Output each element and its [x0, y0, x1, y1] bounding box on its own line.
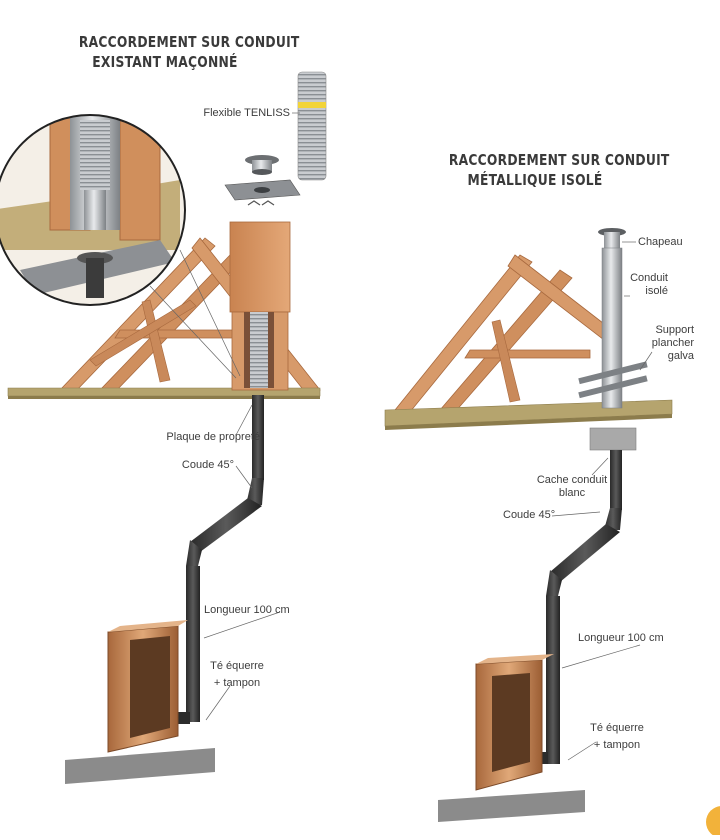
label-cache-line2: blanc: [558, 487, 586, 499]
left-masonry-chimney: [229, 221, 291, 391]
label-support-line1: Support: [655, 324, 694, 336]
left-flexible-liner: [297, 71, 327, 181]
label-conduit-isole-line1: Conduit: [630, 272, 668, 284]
label-conduit-isole-line2: isolé: [645, 285, 668, 297]
left-label-leaders: [203, 112, 300, 721]
label-right-te-line1: Té équerre: [590, 722, 644, 734]
left-stove: [65, 620, 215, 784]
label-support-plancher: Support plancher galva: [640, 324, 694, 363]
right-stove: [438, 654, 585, 822]
right-cache-conduit: [589, 427, 637, 451]
right-black-pipe: [532, 450, 622, 764]
left-title-line2: EXISTANT MAÇONNÉ: [92, 53, 238, 71]
label-right-te-line2: + tampon: [593, 739, 641, 751]
right-label-leaders: [551, 241, 653, 761]
right-title-line2: MÉTALLIQUE ISOLÉ: [467, 171, 603, 189]
left-title: RACCORDEMENT SUR CONDUIT EXISTANT MAÇONN…: [78, 32, 300, 72]
left-black-pipe: [174, 395, 264, 724]
label-left-te-line2: + tampon: [213, 677, 261, 689]
label-left-te: Té équerre + tampon: [200, 660, 274, 690]
right-insulated-conduit: [578, 228, 648, 409]
label-chapeau: Chapeau: [638, 236, 683, 248]
left-cap-plates: [224, 155, 301, 206]
label-support-line2: plancher: [651, 337, 694, 349]
label-plaque-proprete: Plaque de propreté: [166, 431, 260, 443]
left-title-line1: RACCORDEMENT SUR CONDUIT: [78, 33, 300, 51]
label-conduit-isole: Conduit isolé: [620, 272, 668, 298]
label-cache-line1: Cache conduit: [536, 474, 608, 486]
label-support-line3: galva: [667, 350, 694, 362]
label-right-longueur: Longueur 100 cm: [578, 632, 664, 644]
label-left-longueur: Longueur 100 cm: [204, 604, 290, 616]
label-left-te-line1: Té équerre: [210, 660, 264, 672]
label-flexible-tenliss: Flexible TENLISS: [203, 107, 290, 119]
page-corner-accent: [706, 806, 720, 838]
label-right-te: Té équerre + tampon: [580, 722, 654, 752]
right-title-line1: RACCORDEMENT SUR CONDUIT: [448, 151, 670, 169]
right-roof-truss: [394, 254, 613, 413]
right-title: RACCORDEMENT SUR CONDUIT MÉTALLIQUE ISOL…: [448, 150, 670, 190]
right-floor-slab: [384, 399, 673, 430]
label-cache-conduit: Cache conduit blanc: [532, 474, 612, 500]
label-right-coude: Coude 45°: [503, 509, 556, 521]
label-left-coude: Coude 45°: [181, 459, 234, 471]
